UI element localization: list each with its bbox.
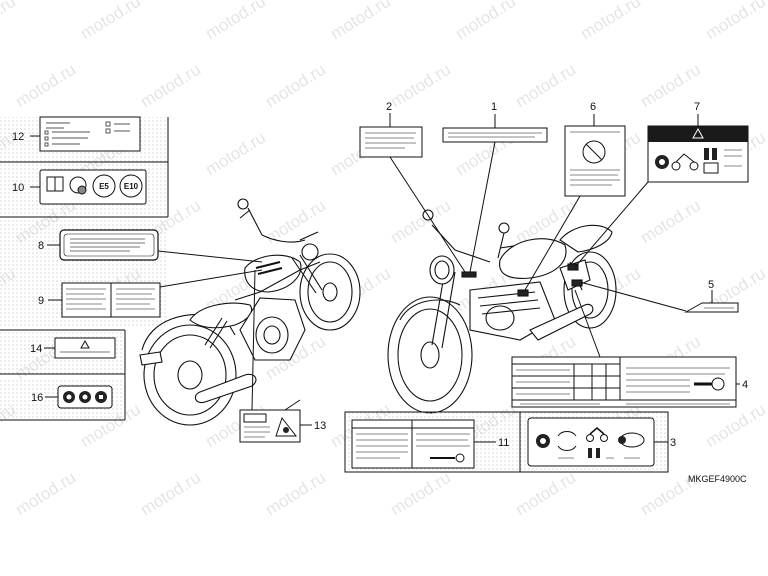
label-7 [647,125,749,183]
watermark-text: motod.ru [512,468,579,520]
label-13 [239,409,301,443]
callout-7: 7 [694,101,700,113]
callout-14: 14 [30,343,42,355]
callout-16: 16 [31,392,43,404]
watermark-text: motod.ru [512,60,579,112]
watermark-text: motod.ru [327,0,394,43]
label-3 [527,417,655,467]
label-9 [61,282,161,318]
label-6 [564,125,626,197]
callout-numbers: 12 10 8 9 14 16 13 2 1 6 7 5 4 11 3 [12,101,748,449]
callout-6: 6 [590,101,596,113]
left-frame-lines [0,117,169,421]
label-5 [684,302,739,313]
right-motorcycle-illustration [387,209,617,414]
watermark-text: motod.ru [77,0,144,43]
callout-11: 11 [498,437,509,449]
label-14 [54,337,116,359]
label-11 [351,419,475,469]
watermark-text: motod.ru [637,196,704,248]
callout-12: 12 [12,131,24,143]
label-16 [57,385,113,409]
watermark-text: motod.ru [262,468,329,520]
label-2 [359,126,423,158]
watermark-text: motod.ru [387,468,454,520]
callout-2: 2 [386,101,392,113]
drawing-code: MKGEF4900C [688,474,747,484]
label-10: E5 E10 [39,169,147,205]
watermark-text: motod.ru [137,60,204,112]
leader-lines [30,113,740,443]
label-8 [59,229,159,261]
left-motorcycle-illustration [139,198,361,426]
watermark-text: motod.ru [262,60,329,112]
watermark-text: motod.ru [137,468,204,520]
callout-9: 9 [38,295,44,307]
label-1 [442,127,548,143]
watermark-text: motod.ru [452,0,519,43]
watermark-text: motod.ru [12,60,79,112]
e10-mark: E10 [124,182,139,191]
callout-10: 10 [12,182,24,194]
watermark-text: motod.ru [387,60,454,112]
callout-5: 5 [708,279,714,291]
callout-3: 3 [670,437,676,449]
watermark-text: motod.ru [577,0,644,43]
label-12 [39,116,141,152]
watermark-text: motod.ru [262,196,329,248]
label-4 [511,356,737,408]
callout-1: 1 [491,101,497,113]
watermark-text: motod.ru [0,0,19,43]
e5-mark: E5 [99,182,109,191]
watermark-text: motod.ru [12,468,79,520]
callout-8: 8 [38,240,44,252]
watermark-text: motod.ru [202,0,269,43]
watermark-text: motod.ru [202,128,269,180]
watermark-text: motod.ru [702,0,768,43]
callout-4: 4 [742,379,748,391]
callout-13: 13 [314,420,326,432]
